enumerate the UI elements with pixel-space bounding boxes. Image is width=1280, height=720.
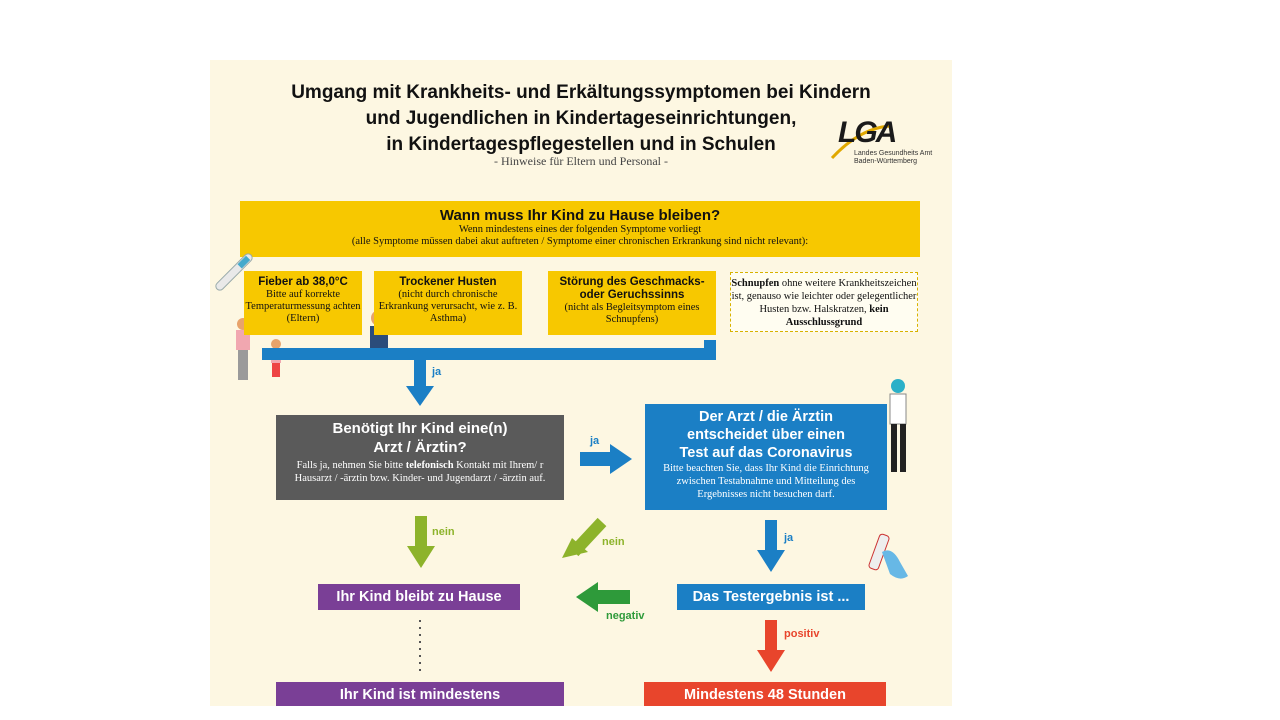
logo-letters: LGA — [838, 116, 897, 149]
doctor-question-box: Benötigt Ihr Kind eine(n) Arzt / Ärztin?… — [276, 415, 564, 500]
doctor-decides-text: Bitte beachten Sie, dass Ihr Kind die Ei… — [663, 463, 869, 500]
down-arrow-ja-2 — [757, 520, 785, 572]
illustrations — [215, 253, 908, 676]
doctor-decides-title-1: Der Arzt / die Ärztin — [698, 409, 833, 425]
doctor-question-title-2: Arzt / Ärztin? — [373, 439, 467, 456]
doctor-decides-title-3: Test auf das Coronavirus — [679, 445, 853, 461]
question-title: Wann muss Ihr Kind zu Hause bleiben? — [439, 207, 721, 224]
symptom-taste-text: (nicht als Begleitsymptom eines Schnupfe… — [564, 302, 700, 325]
symptom-fever-head: Fieber ab 38,0°C — [258, 276, 348, 288]
doctor-question-title-1: Benötigt Ihr Kind eine(n) — [332, 420, 508, 437]
doctor-question-title: Benötigt Ihr Kind eine(n) Arzt / Ärztin? — [276, 419, 564, 457]
label-ja-3: ja — [784, 532, 794, 544]
down-arrow-positiv — [757, 620, 785, 672]
logo-caption-line-2: Baden-Württemberg — [854, 158, 918, 165]
symptom-fever-text: Bitte auf korrekte Temperaturmessung ach… — [245, 289, 361, 324]
label-positiv: positiv — [784, 628, 820, 640]
symptom-fever: Fieber ab 38,0°C Bitte auf korrekte Temp… — [244, 271, 362, 335]
title-line-2: und Jugendlichen in Kindertageseinrichtu… — [365, 108, 797, 129]
question-line-2: (alle Symptome müssen dabei akut auftret… — [351, 236, 809, 247]
question-line-1: Wenn mindestens eines der folgenden Symp… — [458, 224, 702, 235]
runny-nose-note: Schnupfen ohne weitere Krankheitszeichen… — [730, 272, 918, 332]
infographic-sheet: Umgang mit Krankheits- und Erkältungssym… — [210, 60, 952, 706]
symptom-cough: Trockener Husten (nicht durch chronische… — [374, 271, 522, 335]
logo-caption: Landes Gesundheits Amt Baden-Württemberg — [854, 150, 932, 166]
label-nein-2: nein — [602, 536, 625, 548]
label-nein-1: nein — [432, 526, 455, 538]
doctor-icon — [889, 379, 907, 472]
doctor-question-text-2: Kontakt mit Ihrem/ r Hausarzt / -ärztin … — [294, 460, 546, 484]
doctor-decides-title-2: entscheidet über einen — [687, 427, 845, 443]
page-title: Umgang mit Krankheits- und Erkältungssym… — [210, 80, 952, 158]
symptom-cough-head: Trockener Husten — [399, 276, 497, 288]
test-tube-glove-icon — [868, 533, 908, 579]
label-ja-1: ja — [432, 366, 442, 378]
question-banner: Wann muss Ihr Kind zu Hause bleiben? Wen… — [240, 201, 920, 257]
diag-arrow-nein — [562, 517, 607, 558]
at-least-box: Ihr Kind ist mindestens — [276, 682, 564, 706]
page-subtitle: - Hinweise für Eltern und Personal - — [494, 154, 668, 168]
stay-home-box: Ihr Kind bleibt zu Hause — [318, 584, 520, 610]
test-result-box: Das Testergebnis ist ... — [677, 584, 865, 610]
left-arrow-negativ — [576, 582, 630, 612]
doctor-question-text-1: Falls ja, nehmen Sie bitte — [296, 460, 406, 471]
down-arrow-ja-1 — [406, 360, 434, 406]
label-negativ: negativ — [606, 610, 645, 622]
doctor-decides-box: Der Arzt / die Ärztin entscheidet über e… — [645, 404, 887, 510]
symptom-collector-bar — [262, 348, 712, 360]
down-arrow-nein — [407, 516, 435, 568]
label-ja-2: ja — [590, 435, 600, 447]
logo-caption-line-1: Landes Gesundheits Amt — [854, 150, 933, 157]
symptom-cough-text: (nicht durch chronische Erkrankung verur… — [378, 289, 518, 324]
note-bold-2: kein Ausschlussgrund — [785, 304, 889, 328]
doctor-decides-title: Der Arzt / die Ärztin entscheidet über e… — [645, 408, 887, 462]
note-bold-1: Schnupfen — [731, 278, 780, 289]
title-line-3: in Kindertagespflegestellen und in Schul… — [386, 134, 776, 155]
min-48h-box: Mindestens 48 Stunden — [644, 682, 886, 706]
note-text: ohne weitere Krankheitszeichen ist, gena… — [731, 278, 917, 315]
lga-logo: LGA Landes Gesundheits Amt Baden-Württem… — [830, 116, 932, 170]
logo-swoosh-icon — [830, 124, 891, 160]
doctor-question-text-bold: telefonisch — [405, 460, 454, 471]
thermometer-icon — [215, 253, 253, 291]
symptom-taste-head: Störung des Geschmacks- oder Geruchssinn… — [559, 276, 705, 301]
title-line-1: Umgang mit Krankheits- und Erkältungssym… — [291, 82, 871, 103]
right-arrow-ja — [580, 444, 632, 474]
symptom-taste-smell: Störung des Geschmacks- oder Geruchssinn… — [548, 271, 716, 335]
doctor-question-text: Falls ja, nehmen Sie bitte telefonisch K… — [276, 459, 564, 485]
